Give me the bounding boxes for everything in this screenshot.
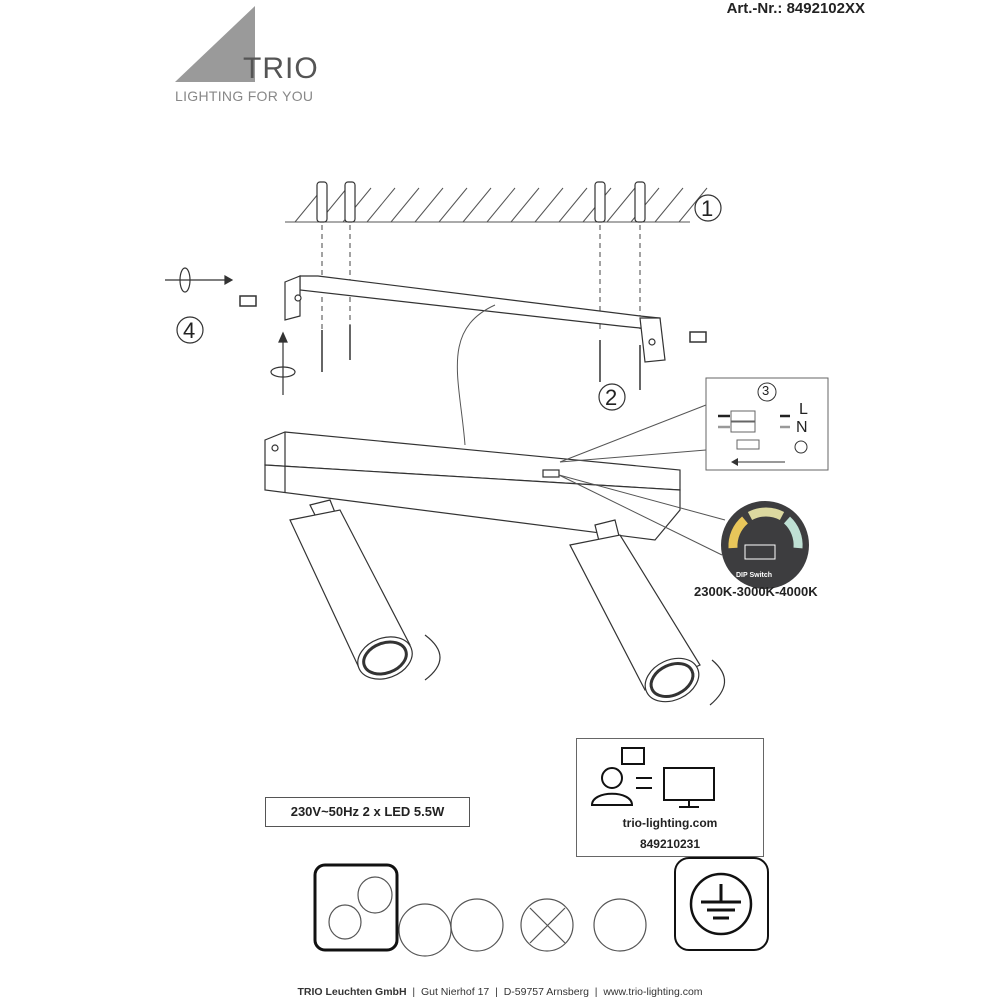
info-box bbox=[576, 738, 764, 857]
hatch-line bbox=[510, 187, 540, 223]
wire-neutral-label: N bbox=[796, 419, 808, 436]
dip-switch-icon bbox=[721, 501, 809, 589]
step-1-badge bbox=[694, 194, 722, 222]
footer-company: TRIO Leuchten GmbH bbox=[297, 986, 407, 998]
hatch-line bbox=[414, 187, 444, 223]
step-4-badge bbox=[176, 316, 204, 344]
electrical-spec: 230V~50Hz 2 x LED 5.5W bbox=[265, 797, 470, 827]
footer-website[interactable]: www.trio-lighting.com bbox=[603, 986, 703, 998]
footer-sep: | bbox=[412, 986, 416, 998]
safety-icons bbox=[313, 857, 769, 957]
wall-plugs bbox=[316, 181, 646, 223]
info-code: 849210231 bbox=[639, 837, 701, 851]
ceiling bbox=[285, 187, 708, 223]
footer-city: D-59757 Arnsberg bbox=[503, 986, 589, 998]
color-temperature-label: 2300K-3000K-4000K bbox=[694, 584, 818, 599]
dip-switch-label: DIP Switch bbox=[736, 572, 773, 579]
screws bbox=[239, 295, 707, 390]
tilt-arrow-icon bbox=[424, 634, 726, 706]
logo-tagline: LIGHTING FOR YOU bbox=[175, 88, 314, 104]
footer-address: Gut Nierhof 17 bbox=[420, 986, 490, 998]
hatch-line bbox=[534, 187, 564, 223]
mounting-bracket bbox=[284, 275, 666, 363]
step-3-label: 3 bbox=[762, 383, 770, 398]
rotate-arrow-icon bbox=[165, 267, 296, 395]
callout-lines bbox=[558, 404, 726, 556]
hatch-line bbox=[390, 187, 420, 223]
article-number: Art.-Nr.: 8492102XX bbox=[726, 0, 865, 17]
logo-brand: TRIO bbox=[243, 52, 319, 85]
spotlight-right bbox=[569, 519, 701, 703]
hatch-line bbox=[606, 187, 636, 223]
footer-sep: | bbox=[594, 986, 598, 998]
support-icon bbox=[590, 747, 715, 808]
step-1-label: 1 bbox=[701, 196, 714, 221]
footer-sep: | bbox=[495, 986, 498, 998]
step-4-label: 4 bbox=[183, 318, 196, 343]
hatch-line bbox=[462, 187, 492, 223]
info-website[interactable]: trio-lighting.com bbox=[622, 816, 718, 830]
wire-live-label: L bbox=[799, 401, 808, 418]
step-2-badge bbox=[598, 383, 626, 411]
wiring-diagram-box bbox=[705, 377, 829, 471]
hatch-line bbox=[366, 187, 396, 223]
hatch-line bbox=[438, 187, 468, 223]
power-cable bbox=[456, 304, 496, 446]
step-2-label: 2 bbox=[605, 385, 618, 410]
hatch-line bbox=[486, 187, 516, 223]
hatch-line bbox=[678, 187, 708, 223]
hatch-line bbox=[654, 187, 684, 223]
footer: TRIO Leuchten GmbH | Gut Nierhof 17 | D-… bbox=[0, 986, 1000, 998]
spotlight-left bbox=[289, 499, 413, 680]
hatch-line bbox=[558, 187, 588, 223]
logo-triangle bbox=[175, 6, 255, 82]
